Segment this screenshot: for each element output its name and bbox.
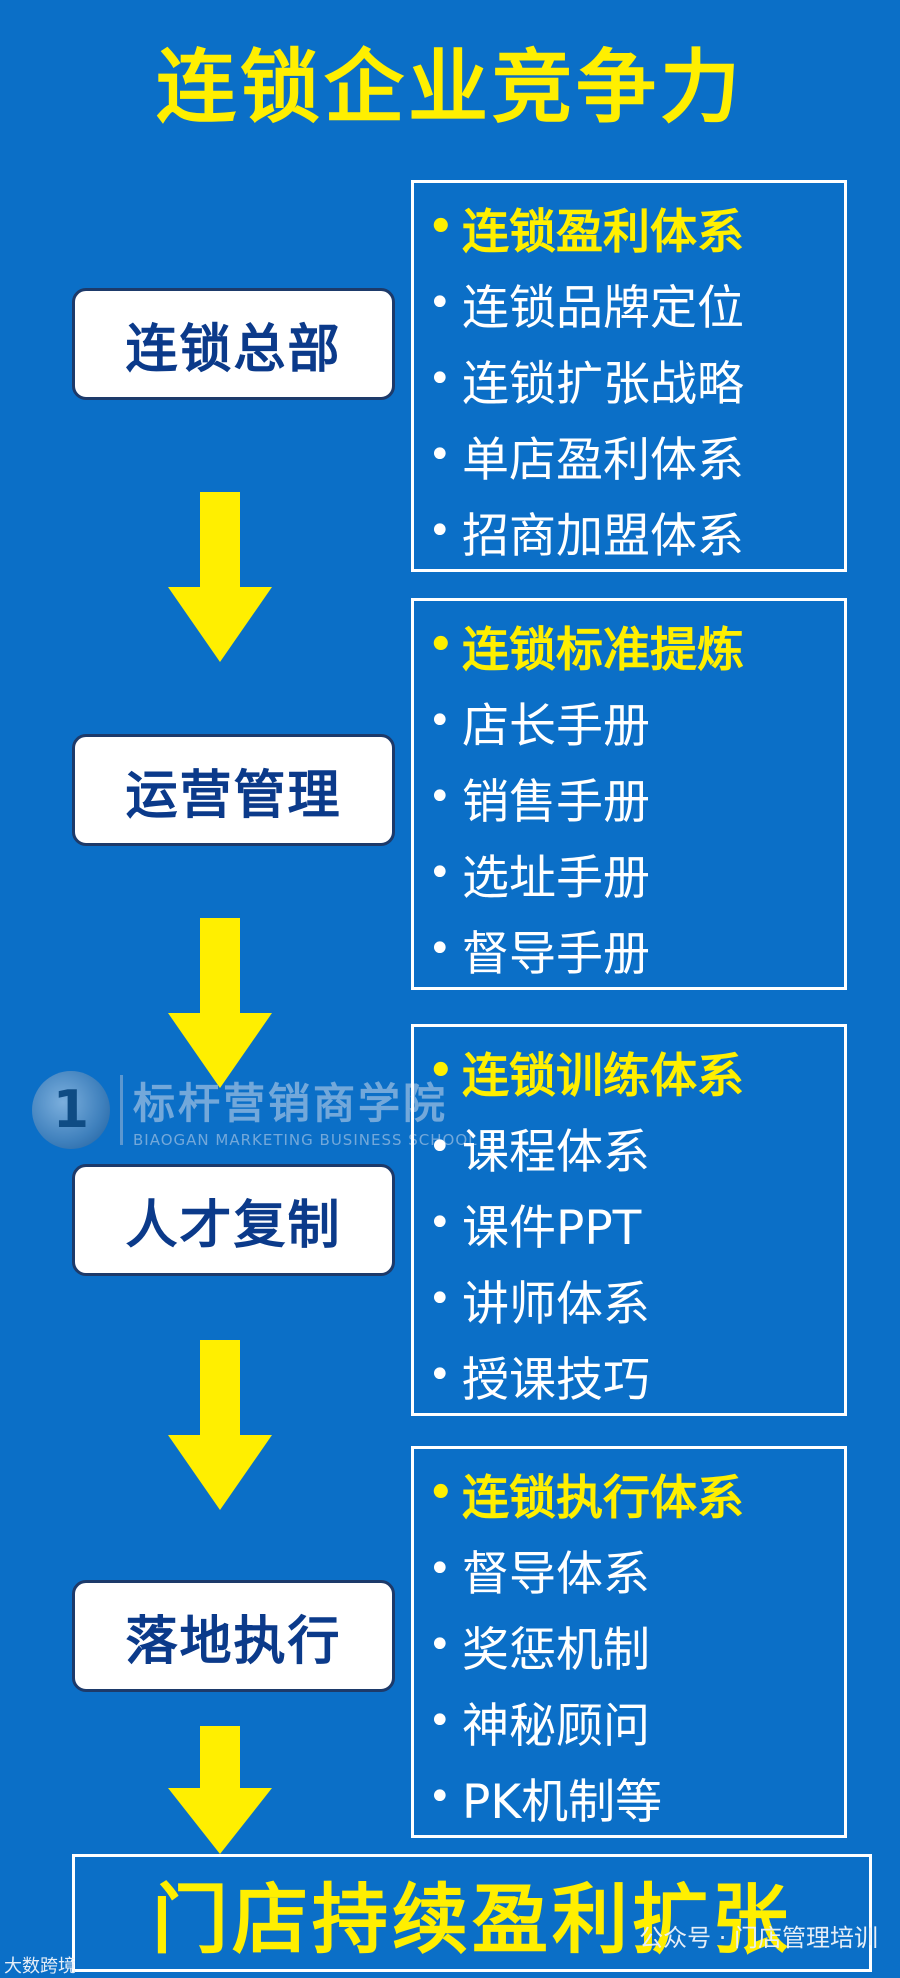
panel-item-label: 督导体系 xyxy=(462,1546,650,1602)
bullet-icon: • xyxy=(428,356,452,402)
panel-item-label: 招商加盟体系 xyxy=(462,508,744,564)
bullet-icon: • xyxy=(428,1276,452,1322)
bullet-icon: • xyxy=(428,1124,452,1170)
panel-item-label: 连锁执行体系 xyxy=(462,1470,744,1526)
panel-item: •课程体系 xyxy=(428,1109,844,1185)
stage-panel-talent: •连锁训练体系 •课程体系 •课件PPT •讲师体系 •授课技巧 xyxy=(411,1024,847,1416)
panel-item: •连锁执行体系 xyxy=(428,1455,844,1531)
bullet-icon: • xyxy=(428,1048,454,1094)
final-outcome-box: 门店持续盈利扩张 xyxy=(72,1854,872,1972)
panel-item: •奖惩机制 xyxy=(428,1607,844,1683)
panel-item-label: 选址手册 xyxy=(462,850,650,906)
panel-item-label: 连锁品牌定位 xyxy=(462,280,744,336)
panel-item-label: 课件PPT xyxy=(462,1200,642,1256)
panel-item: •连锁品牌定位 xyxy=(428,265,844,341)
panel-item-label: 连锁盈利体系 xyxy=(462,204,744,260)
stage-panel-execution: •连锁执行体系 •督导体系 •奖惩机制 •神秘顾问 •PK机制等 xyxy=(411,1446,847,1838)
bullet-icon: • xyxy=(428,926,452,972)
panel-item: •招商加盟体系 xyxy=(428,493,844,569)
stage-box-talent: 人才复制 xyxy=(72,1164,395,1276)
panel-item: •课件PPT xyxy=(428,1185,844,1261)
bullet-icon: • xyxy=(428,1622,452,1668)
panel-item: •督导体系 xyxy=(428,1531,844,1607)
bullet-icon: • xyxy=(428,1546,452,1592)
panel-item: •神秘顾问 xyxy=(428,1683,844,1759)
bullet-icon: • xyxy=(428,850,452,896)
stage-box-headquarters: 连锁总部 xyxy=(72,288,395,400)
stage-panel-headquarters: •连锁盈利体系 •连锁品牌定位 •连锁扩张战略 •单店盈利体系 •招商加盟体系 xyxy=(411,180,847,572)
panel-item-label: 课程体系 xyxy=(462,1124,650,1180)
page-title: 连锁企业竞争力 xyxy=(156,41,744,134)
panel-item-label: 神秘顾问 xyxy=(462,1698,650,1754)
panel-item-label: 连锁标准提炼 xyxy=(462,622,744,678)
panel-item-label: 连锁扩张战略 xyxy=(462,356,744,412)
bullet-icon: • xyxy=(428,1774,452,1820)
panel-item-label: 销售手册 xyxy=(462,774,650,830)
panel-item: •店长手册 xyxy=(428,683,844,759)
bullet-icon: • xyxy=(428,1200,452,1246)
panel-item: •PK机制等 xyxy=(428,1759,844,1835)
panel-item-label: 奖惩机制 xyxy=(462,1622,650,1678)
panel-item: •讲师体系 xyxy=(428,1261,844,1337)
panel-item-label: PK机制等 xyxy=(462,1774,663,1830)
school-logo-icon: 1 xyxy=(32,1070,110,1149)
divider xyxy=(120,1074,123,1145)
panel-item-label: 督导手册 xyxy=(462,926,650,982)
panel-item: •连锁扩张战略 xyxy=(428,341,844,417)
panel-item: •选址手册 xyxy=(428,835,844,911)
bullet-icon: • xyxy=(428,204,454,250)
bullet-icon: • xyxy=(428,774,452,820)
watermark-subtitle: BIAOGAN MARKETING BUSINESS SCHOOL xyxy=(133,1131,478,1149)
down-arrow-icon xyxy=(168,492,272,662)
panel-item-label: 连锁训练体系 xyxy=(462,1048,744,1104)
stage-box-operations: 运营管理 xyxy=(72,734,395,846)
panel-item: •督导手册 xyxy=(428,911,844,987)
panel-item: •连锁盈利体系 xyxy=(428,189,844,265)
bullet-icon: • xyxy=(428,1352,452,1398)
bullet-icon: • xyxy=(428,508,452,554)
panel-item-label: 授课技巧 xyxy=(462,1352,650,1408)
bullet-icon: • xyxy=(428,698,452,744)
panel-item: •销售手册 xyxy=(428,759,844,835)
down-arrow-icon xyxy=(168,1340,272,1510)
bullet-icon: • xyxy=(428,1698,452,1744)
bullet-icon: • xyxy=(428,622,454,668)
panel-item-label: 讲师体系 xyxy=(462,1276,650,1332)
panel-item: •单店盈利体系 xyxy=(428,417,844,493)
stage-box-execution: 落地执行 xyxy=(72,1580,395,1692)
bullet-icon: • xyxy=(428,280,452,326)
down-arrow-icon xyxy=(168,918,272,1088)
bullet-icon: • xyxy=(428,1470,454,1516)
source-watermark-right: 公众号 · 门店管理培训 xyxy=(639,1924,878,1952)
panel-item-label: 店长手册 xyxy=(462,698,650,754)
watermark-name: 标杆营销商学院 xyxy=(133,1079,449,1128)
bullet-icon: • xyxy=(428,432,452,478)
down-arrow-icon xyxy=(168,1726,272,1854)
panel-item-label: 单店盈利体系 xyxy=(462,432,744,488)
stage-panel-operations: •连锁标准提炼 •店长手册 •销售手册 •选址手册 •督导手册 xyxy=(411,598,847,990)
panel-item: •授课技巧 xyxy=(428,1337,844,1413)
panel-item: •连锁标准提炼 xyxy=(428,607,844,683)
panel-item: •连锁训练体系 xyxy=(428,1033,844,1109)
source-watermark-left: 大数跨境 xyxy=(4,1956,76,1977)
watermark-logo: 1 标杆营销商学院 BIAOGAN MARKETING BUSINESS SCH… xyxy=(32,1070,478,1149)
